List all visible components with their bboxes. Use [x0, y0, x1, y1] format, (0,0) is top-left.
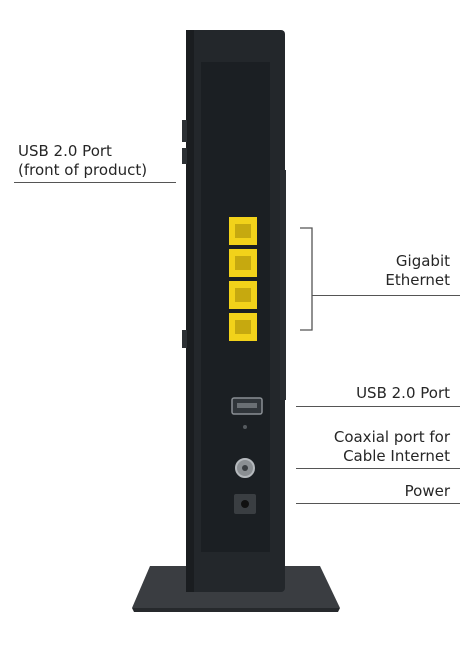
gigabit-bracket [300, 227, 313, 331]
router-stand-shadow [132, 608, 340, 612]
leader-gigabit [312, 295, 460, 296]
coax-line2: Cable Internet [343, 447, 450, 465]
coax-port-center [242, 465, 248, 471]
usb-rear-title: USB 2.0 Port [356, 384, 450, 402]
gigabit-line2: Ethernet [385, 271, 450, 289]
reset-hole [243, 425, 247, 429]
power-label: Power [405, 482, 450, 501]
power-port-pin [241, 500, 249, 508]
ethernet-port [229, 217, 257, 245]
ethernet-port [229, 313, 257, 341]
router-side-edge [186, 30, 194, 592]
leader-usb-rear [296, 406, 460, 407]
side-button-low [182, 330, 187, 348]
ethernet-port [229, 249, 257, 277]
usb-front-title: USB 2.0 Port [18, 142, 112, 160]
ethernet-ports [229, 217, 257, 341]
usb-rear-label: USB 2.0 Port [356, 384, 450, 403]
leader-power [296, 503, 460, 504]
usb-front-label: USB 2.0 Port (front of product) [18, 142, 147, 180]
coax-line1: Coaxial port for [333, 428, 450, 446]
side-button-mid [182, 148, 187, 164]
side-button-top [182, 120, 187, 142]
gigabit-line1: Gigabit [395, 252, 450, 270]
gigabit-label: Gigabit Ethernet [385, 252, 450, 290]
ethernet-port [229, 281, 257, 309]
vent-grille [280, 170, 286, 400]
usb-port-tongue [237, 403, 257, 408]
power-title: Power [404, 482, 450, 500]
leader-usb-front [14, 182, 176, 183]
coax-label: Coaxial port for Cable Internet [334, 428, 450, 466]
leader-coax [296, 468, 460, 469]
usb-front-subtitle: (front of product) [18, 161, 148, 179]
